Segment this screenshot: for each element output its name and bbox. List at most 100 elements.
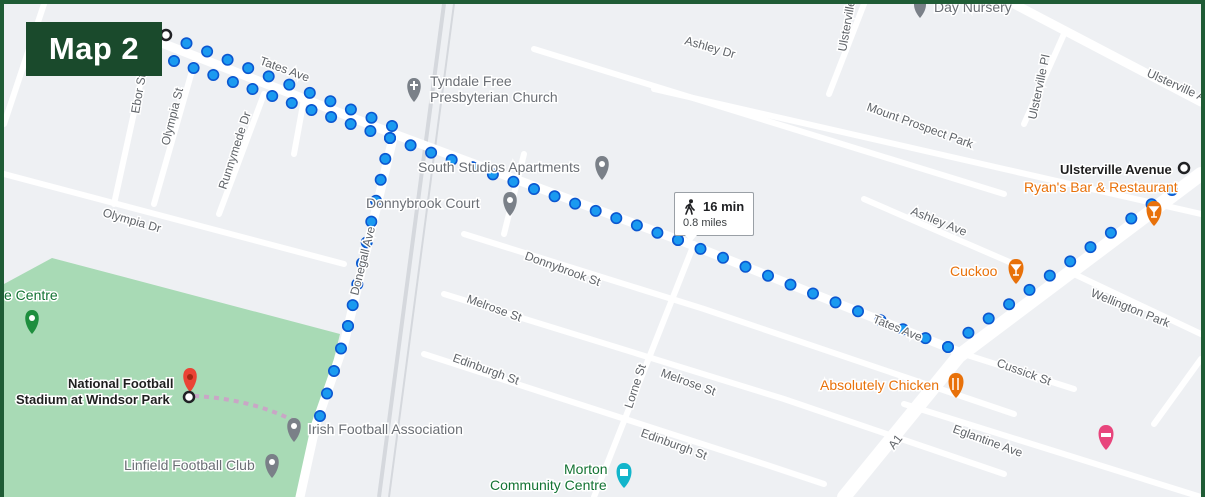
- route-dot: [630, 219, 643, 232]
- street-label-ulsterville-ave: Ulsterville Ave: [1145, 66, 1201, 109]
- building-pin-icon[interactable]: [595, 156, 609, 180]
- building-pin-icon[interactable]: [503, 192, 517, 216]
- bar-icon[interactable]: [1008, 259, 1024, 284]
- route-dot: [180, 37, 193, 50]
- map-canvas[interactable]: Tates Ave Tates Ave Ashley Dr Ashley Ave…: [4, 4, 1201, 497]
- poi-label-ryans: Ryan's Bar & Restaurant: [1024, 179, 1178, 195]
- route-dot: [385, 120, 398, 133]
- rail-line: [377, 4, 446, 497]
- route-dot: [379, 152, 392, 165]
- map-title: Map 2: [48, 31, 140, 66]
- street-label-ebor-st: Ebor St: [128, 72, 149, 114]
- route-dot: [610, 212, 623, 225]
- route-dot: [851, 305, 864, 318]
- route-dot: [651, 226, 664, 239]
- route-dot: [226, 76, 239, 89]
- route-dot: [360, 236, 373, 249]
- route-dot: [507, 175, 520, 188]
- route-dot: [365, 111, 378, 124]
- rail-line-2: [388, 4, 455, 497]
- route-dot: [941, 340, 954, 353]
- poi-label-donnybrook-court: Donnybrook Court: [366, 195, 480, 211]
- route-dot: [365, 215, 378, 228]
- route-dot: [445, 153, 458, 166]
- map-svg: Tates Ave Tates Ave Ashley Dr Ashley Ave…: [4, 4, 1201, 497]
- park-pin-icon[interactable]: [25, 310, 39, 334]
- route-dot: [404, 139, 417, 152]
- route-dot: [242, 62, 255, 75]
- route-dot: [739, 260, 752, 273]
- route-dot: [919, 332, 932, 345]
- route-dot: [207, 69, 220, 82]
- poi-label-morton-1: Morton: [564, 461, 608, 477]
- poi-label-linfield: Linfield Football Club: [124, 457, 255, 473]
- poi-label-morton-2: Community Centre: [490, 477, 607, 493]
- route-start-marker[interactable]: [1177, 161, 1191, 175]
- route-dot: [761, 269, 774, 282]
- route-dot: [325, 111, 338, 124]
- walking-route: [160, 28, 1179, 422]
- building-pin-icon[interactable]: [287, 418, 301, 442]
- bar-icon[interactable]: [1146, 201, 1162, 226]
- route-dot: [1084, 241, 1097, 254]
- route-dot: [324, 95, 337, 108]
- route-dot: [168, 54, 181, 67]
- hotel-icon[interactable]: [1098, 425, 1114, 450]
- route-dot: [305, 104, 318, 117]
- route-dot: [187, 61, 200, 74]
- route-dot: [334, 342, 347, 355]
- route-dot: [369, 194, 382, 207]
- route-dot: [1064, 255, 1077, 268]
- route-dot: [355, 257, 368, 270]
- route-dot: [962, 326, 975, 339]
- route-dot: [982, 312, 995, 325]
- travel-time-callout[interactable]: 16 min 0.8 miles: [674, 192, 754, 242]
- building-pin-icon[interactable]: [265, 454, 279, 478]
- poi-label-day-nursery: Day Nursery: [934, 4, 1012, 15]
- route-end-marker[interactable]: [182, 390, 196, 404]
- endpoint-label-end-2: Stadium at Windsor Park: [16, 392, 171, 407]
- route-dot: [589, 204, 602, 217]
- route-dot: [351, 278, 364, 291]
- church-icon[interactable]: [407, 78, 421, 102]
- route-dot: [527, 183, 540, 196]
- route-origin-marker[interactable]: [159, 28, 173, 42]
- street-label-donnybrook-st: Donnybrook St: [523, 249, 603, 290]
- route-dot: [320, 387, 333, 400]
- poi-label-tyndale-1: Tyndale Free: [430, 73, 512, 89]
- street-label-lorne-st: Lorne St: [622, 362, 650, 410]
- route-dot: [548, 190, 561, 203]
- poi-label-irish-fa: Irish Football Association: [308, 421, 463, 437]
- poi-label-centre: e Centre: [4, 287, 58, 303]
- community-centre-icon[interactable]: [616, 463, 632, 488]
- route-dot: [344, 118, 357, 131]
- poi-labels: Tyndale Free Presbyterian Church South S…: [4, 4, 1179, 495]
- poi-markers: [25, 4, 1191, 488]
- street-label-ulsterville-pl: Ulsterville Pl: [1025, 53, 1052, 120]
- route-dot: [283, 78, 296, 91]
- route-dot: [364, 125, 377, 138]
- route-dot: [303, 86, 316, 99]
- travel-time: 16 min: [703, 199, 745, 214]
- street-label-cussick-st: Cussick St: [995, 356, 1054, 389]
- destination-pin-icon[interactable]: [183, 368, 197, 392]
- route-dot: [285, 97, 298, 110]
- nursery-pin-icon[interactable]: [914, 4, 926, 18]
- route-dot: [1166, 184, 1179, 197]
- restaurant-icon[interactable]: [948, 373, 964, 398]
- route-dot: [1023, 283, 1036, 296]
- map-title-badge: Map 2: [26, 22, 162, 76]
- street-label-tates-ave-2: Tates Ave: [871, 312, 925, 345]
- endpoint-label-start: Ulsterville Avenue: [1060, 162, 1172, 177]
- route-dot: [466, 161, 479, 174]
- road-network: [4, 4, 1201, 497]
- route-dot: [383, 132, 396, 145]
- route-dot: [569, 197, 582, 210]
- route-dot: [784, 278, 797, 291]
- route-dot: [313, 409, 326, 422]
- route-dot: [346, 299, 359, 312]
- route-dot: [221, 53, 234, 66]
- street-label-melrose-st-1: Melrose St: [465, 292, 524, 325]
- route-dot: [671, 234, 684, 247]
- poi-label-tyndale-2: Presbyterian Church: [430, 89, 558, 105]
